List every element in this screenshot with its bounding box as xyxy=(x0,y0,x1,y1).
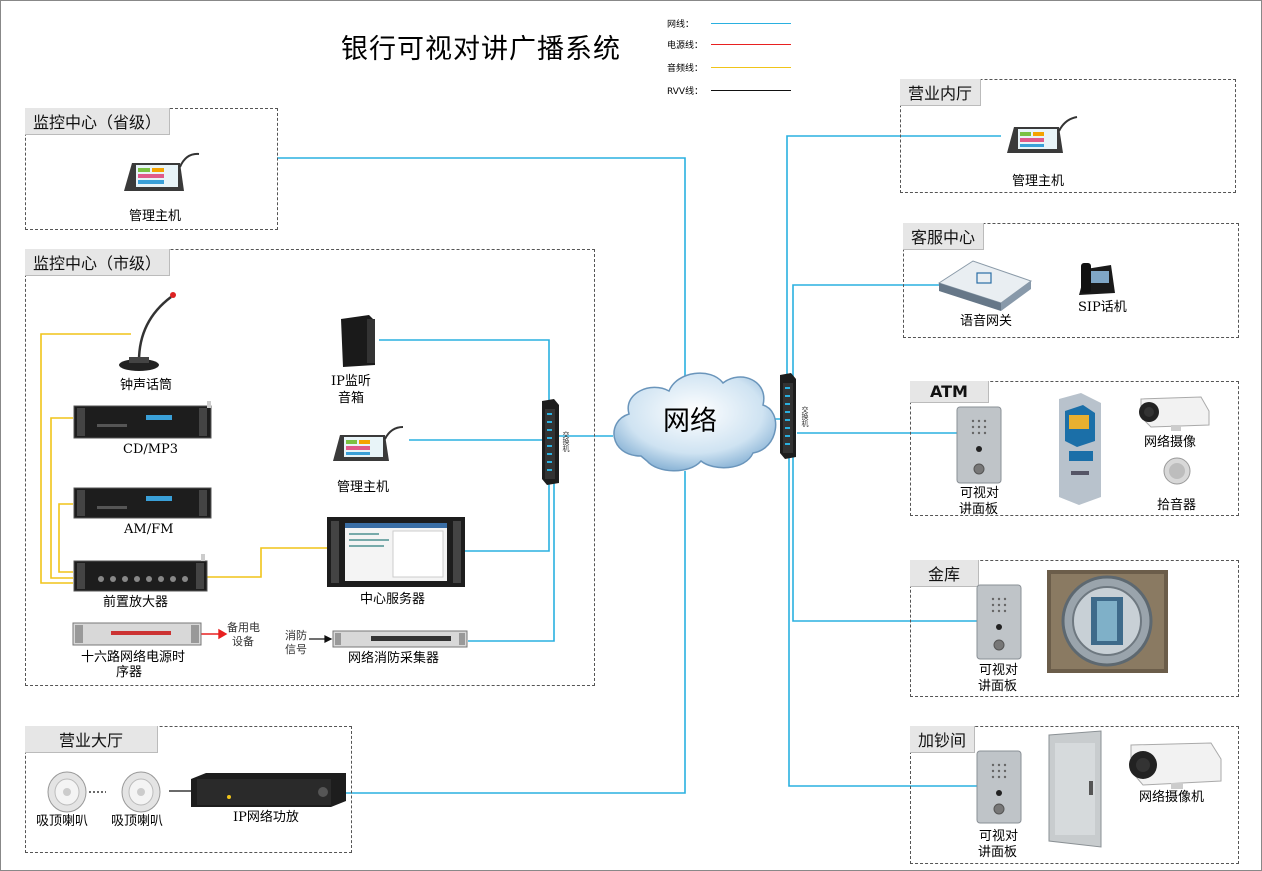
pickup-label: 拾音器 xyxy=(1157,498,1197,513)
link-fire-switch xyxy=(468,481,555,642)
legend-label-rvv: RVV线： xyxy=(667,87,704,97)
zone-label-inner: 营业内厅 xyxy=(900,79,982,106)
zone-label-provincial: 监控中心（省级） xyxy=(25,108,171,135)
link-hall-cloud xyxy=(343,471,686,794)
cloud-label: 网络 xyxy=(663,406,717,437)
spare-device-label-2: 设备 xyxy=(232,635,254,648)
link-provincial-cloud xyxy=(277,157,686,381)
zone-provincial: 监控中心（省级） xyxy=(25,108,278,230)
zone-hall: 营业大厅 xyxy=(25,726,352,853)
link-inner xyxy=(786,135,1001,391)
legend-line-audio xyxy=(711,67,791,68)
zone-cash: 加钞间 xyxy=(910,726,1239,864)
am-label: AM/FM xyxy=(124,522,174,537)
server-label: 中心服务器 xyxy=(360,592,426,607)
fire-signal-label-1: 消防 xyxy=(285,629,307,642)
sequencer-label-1: 十六路网络电源时 xyxy=(81,650,186,665)
audio-cd xyxy=(50,417,73,579)
atm-camera-label: 网络摄像 xyxy=(1144,435,1197,450)
legend-label-power: 电源线： xyxy=(667,41,704,51)
legend-line-network xyxy=(711,23,791,24)
ip-speaker-label-2: 音箱 xyxy=(338,391,365,406)
voice-gateway-label: 语音网关 xyxy=(960,314,1013,329)
zone-service: 客服中心 xyxy=(903,223,1239,338)
cash-panel-label-2: 讲面板 xyxy=(978,845,1018,860)
city-switch-label: 交换机 xyxy=(562,431,570,452)
zone-label-vault: 金库 xyxy=(910,560,980,587)
link-service xyxy=(792,284,941,391)
zone-label-hall: 营业大厅 xyxy=(25,726,159,753)
vault-panel-label-1: 可视对 xyxy=(979,663,1019,678)
fire-signal-label-2: 信号 xyxy=(285,643,307,656)
ceiling-speaker-label-1: 吸顶喇叭 xyxy=(36,814,89,829)
zone-label-cash: 加钞间 xyxy=(910,726,976,753)
spare-device-label-1: 备用电 xyxy=(227,621,260,634)
atm-panel-label-2: 讲面板 xyxy=(959,502,999,517)
cash-panel-label-1: 可视对 xyxy=(979,829,1019,844)
ceiling-speaker-label-2: 吸顶喇叭 xyxy=(111,814,164,829)
zone-atm: ATM xyxy=(910,381,1239,516)
cash-camera-label: 网络摄像机 xyxy=(1139,790,1205,805)
preamp-label: 前置放大器 xyxy=(103,595,169,610)
audio-mic xyxy=(40,333,131,584)
zone-city: 监控中心（市级） xyxy=(25,249,595,686)
legend-line-rvv xyxy=(711,90,791,91)
link-vault xyxy=(792,456,977,622)
ip-amplifier-label: IP网络功放 xyxy=(233,810,299,825)
inner-host-label: 管理主机 xyxy=(1012,174,1065,189)
link-speaker-switch xyxy=(379,339,550,401)
legend-label-network: 网线： xyxy=(667,20,695,30)
link-cash xyxy=(788,456,977,787)
diagram-title: 银行可视对讲广播系统 xyxy=(341,34,621,65)
zone-label-service: 客服中心 xyxy=(903,223,985,250)
audio-preamp-server xyxy=(205,547,327,578)
zone-inner: 营业内厅 xyxy=(900,79,1236,193)
sip-phone-label: SIP话机 xyxy=(1078,300,1127,315)
city-host-label: 管理主机 xyxy=(337,480,390,495)
cd-label: CD/MP3 xyxy=(123,442,179,457)
vault-panel-label-2: 讲面板 xyxy=(978,679,1018,694)
audio-am xyxy=(58,503,73,573)
zone-label-atm: ATM xyxy=(910,381,989,403)
provincial-host-label: 管理主机 xyxy=(129,209,182,224)
sequencer-label-2: 序器 xyxy=(116,665,143,680)
atm-panel-label-1: 可视对 xyxy=(960,486,1000,501)
zone-label-city: 监控中心（市级） xyxy=(25,249,171,276)
legend-label-audio: 音频线： xyxy=(667,64,704,74)
right-switch-label: 交换机 xyxy=(801,406,809,427)
fire-collector-label: 网络消防采集器 xyxy=(348,651,440,666)
zone-vault: 金库 xyxy=(910,560,1239,697)
mic-label: 钟声话筒 xyxy=(120,378,173,393)
link-server-switch xyxy=(465,481,550,552)
legend-line-power xyxy=(711,44,791,45)
ip-speaker-label-1: IP监听 xyxy=(331,374,371,389)
